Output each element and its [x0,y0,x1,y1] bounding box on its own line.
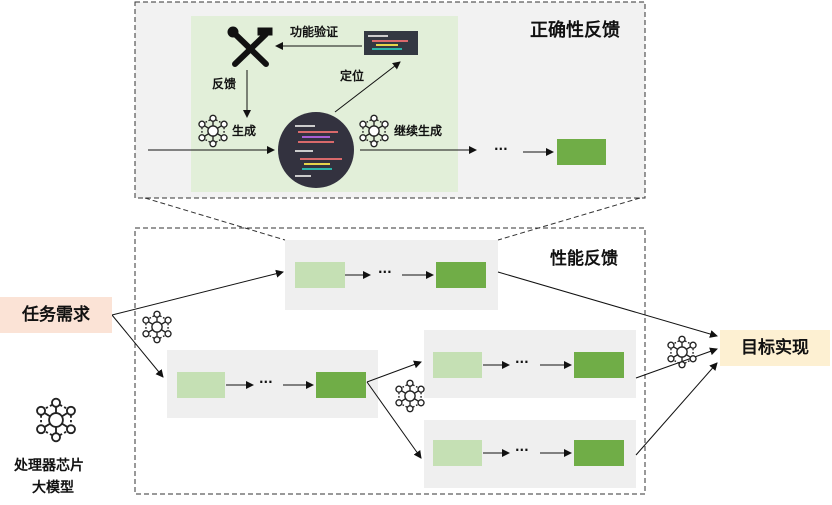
ellipsis-c: ··· [515,355,529,369]
code-snippet-icon [364,31,418,55]
arrow-a-to-output [497,271,718,338]
llm-icon-legend [36,397,76,443]
arrow-locate [334,61,401,113]
tools-icon [227,26,273,67]
zoom-line-right [497,197,641,241]
step-block-b2 [316,372,366,398]
ellipsis-a: ··· [378,265,392,279]
correctness-title: 正确性反馈 [530,20,620,41]
verify-label: 功能验证 [290,25,339,39]
arrow-d-to-output [635,362,718,456]
ellipsis-b: ··· [259,375,273,389]
step-block-d1 [433,440,482,466]
step-block-c1 [433,352,482,378]
arrow-c-to-output [635,347,718,379]
generate-label: 生成 [232,124,257,138]
target-output-box: 目标实现 [720,330,830,366]
step-block-d2 [574,440,624,466]
continue-label: 继续生成 [394,124,443,138]
zoom-line-left [144,197,286,241]
result-block-top [557,139,606,165]
legend-label-line1: 处理器芯片 [14,458,84,474]
feedback-label: 反馈 [212,77,237,91]
arrow-input-to-a [111,269,284,316]
arrow-input-to-b [111,314,164,378]
arrow-b-to-d [366,381,422,459]
step-block-c2 [574,352,624,378]
llm-icon-output [667,335,697,369]
code-circle-icon [278,112,354,188]
step-block-a2 [436,262,486,288]
locate-label: 定位 [340,69,365,83]
ellipsis-d: ··· [515,443,529,457]
performance-title: 性能反馈 [550,249,618,269]
ellipsis-top: ··· [494,142,508,156]
task-input-box: 任务需求 [0,297,112,333]
step-block-a1 [295,262,345,288]
arrow-b-to-c [366,360,422,383]
step-block-b1 [177,372,225,398]
legend-label-line2: 大模型 [32,480,74,496]
